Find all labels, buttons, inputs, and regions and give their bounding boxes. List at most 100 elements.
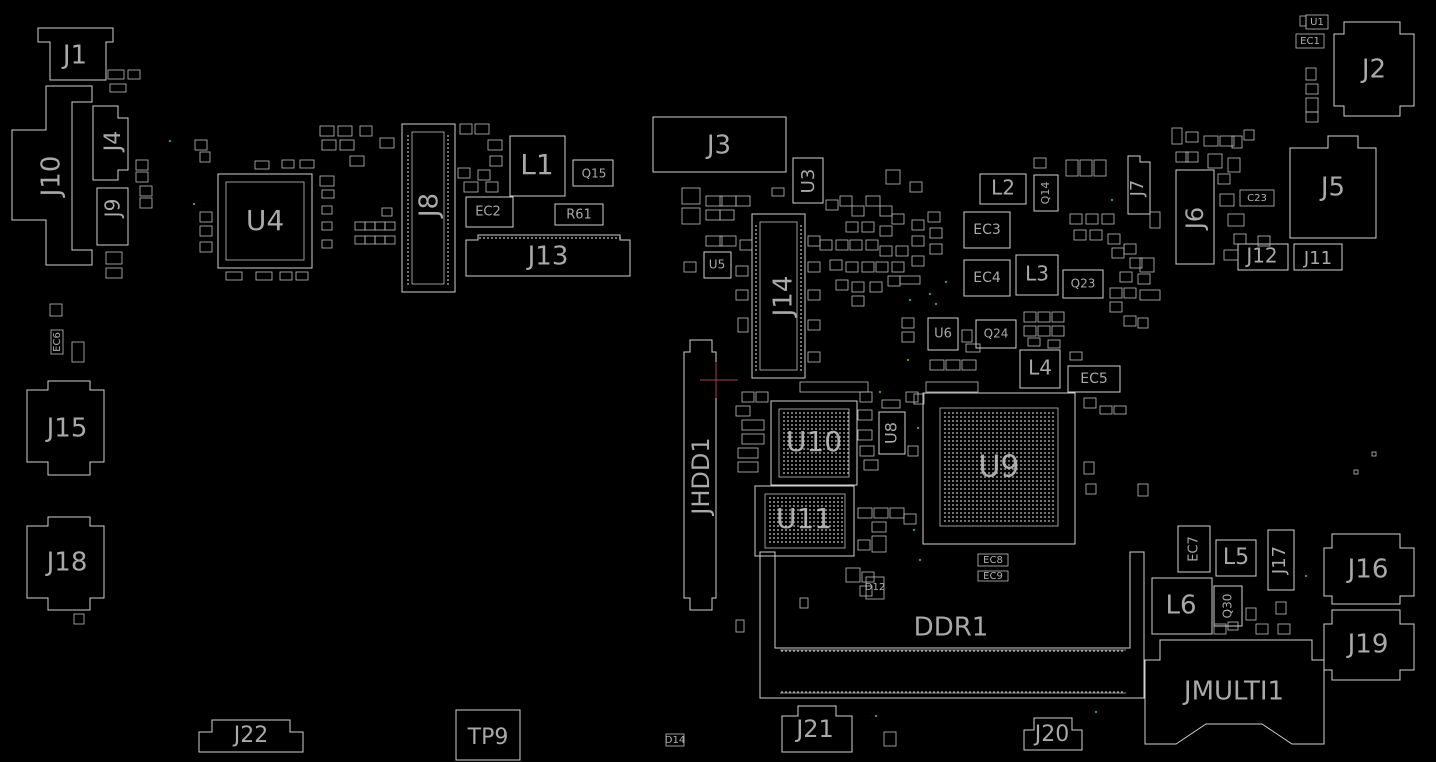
J11-connector[interactable]: J11 [1293,243,1343,271]
U6-chip[interactable]: U6 [927,317,959,351]
U4-label: U4 [246,204,284,237]
Q14-transistor[interactable]: Q14 [1033,174,1059,212]
D14-diode[interactable]: D14 [665,733,685,747]
J22-connector[interactable]: J22 [198,719,304,753]
EC2-capacitor[interactable]: EC2 [465,196,514,228]
EC4-label: EC4 [973,270,1001,286]
C23-label: C23 [1247,193,1267,204]
J7-connector[interactable]: J7 [1127,155,1151,215]
J9-label: J9 [101,199,125,220]
J20-label: J20 [1033,722,1069,747]
EC6-capacitor[interactable]: EC6 [50,329,64,355]
J1-connector[interactable]: J1 [37,27,114,81]
EC8-capacitor[interactable]: EC8 [977,553,1009,567]
JMULTI1-connector[interactable]: JMULTI1 [1144,639,1325,745]
L6-label: L6 [1165,591,1196,621]
EC3-label: EC3 [973,222,1001,238]
C23-capacitor[interactable]: C23 [1239,189,1275,207]
L3-label: L3 [1025,262,1049,286]
J12-connector[interactable]: J12 [1237,243,1289,271]
U5-label: U5 [709,258,725,272]
DDR1-label: DDR1 [914,613,989,643]
EC7-label: EC7 [1187,536,1202,562]
TP9-testpoint[interactable]: TP9 [455,709,521,761]
D12-diode[interactable]: D12 [865,576,885,600]
U9-chip[interactable]: U9 [922,392,1076,545]
L2-inductor[interactable]: L2 [979,173,1027,205]
J14-connector[interactable]: J14 [751,213,806,379]
Q24-label: Q24 [984,327,1009,341]
J8-label: J8 [415,193,445,219]
L1-label: L1 [520,148,553,181]
EC1-capacitor[interactable]: EC1 [1295,33,1325,49]
J11-label: J11 [1303,248,1332,269]
EC6-label: EC6 [52,332,63,352]
cursor-crosshair [700,362,738,398]
J19-connector[interactable]: J19 [1323,609,1415,681]
EC8-label: EC8 [983,555,1003,566]
EC4-capacitor[interactable]: EC4 [963,259,1011,297]
J12-label: J12 [1244,244,1277,268]
Q14-label: Q14 [1039,182,1052,205]
U5-chip[interactable]: U5 [703,251,732,279]
EC1-label: EC1 [1300,36,1320,47]
EC2-label: EC2 [475,205,501,220]
J10-connector[interactable]: J10 [11,85,93,266]
J15-connector[interactable]: J15 [26,380,105,476]
J6-label: J6 [1181,207,1209,231]
L5-inductor[interactable]: L5 [1215,539,1257,577]
J19-label: J19 [1346,630,1389,660]
J5-label: J5 [1319,173,1345,203]
J20-connector[interactable]: J20 [1023,717,1083,751]
J5-connector[interactable]: J5 [1289,135,1377,239]
J18-connector[interactable]: J18 [26,516,105,611]
Q15-transistor[interactable]: Q15 [572,159,614,187]
U4-chip[interactable]: U4 [217,173,313,269]
J10-label: J10 [37,156,67,199]
J16-connector[interactable]: J16 [1323,533,1415,605]
R61-resistor[interactable]: R61 [554,203,604,226]
J4-label: J4 [101,131,126,154]
U1-chip[interactable]: U1 [1305,14,1329,30]
J6-connector[interactable]: J6 [1175,169,1215,265]
DDR1-slot[interactable]: DDR1 [759,551,1145,699]
U3-chip[interactable]: U3 [792,157,824,204]
J15-label: J15 [45,414,88,444]
L1-inductor[interactable]: L1 [509,135,566,197]
U9-label: U9 [978,450,1019,485]
L4-label: L4 [1028,356,1052,380]
J9-connector[interactable]: J9 [96,187,129,246]
J2-label: J2 [1360,55,1386,85]
Q23-transistor[interactable]: Q23 [1062,269,1104,299]
EC3-capacitor[interactable]: EC3 [963,211,1011,249]
U8-chip[interactable]: U8 [878,411,906,455]
EC7-capacitor[interactable]: EC7 [1177,525,1211,573]
J18-label: J18 [45,548,88,578]
smd-component-field [49,15,1319,747]
JMULTI1-label: JMULTI1 [1182,677,1284,707]
J2-connector[interactable]: J2 [1333,21,1415,117]
L6-inductor[interactable]: L6 [1151,577,1213,635]
J3-connector[interactable]: J3 [652,116,787,173]
J22-label: J22 [232,723,268,748]
D12-label: D12 [865,582,885,593]
JHDD1-connector[interactable]: JHDD1 [683,339,717,611]
EC5-label: EC5 [1080,371,1108,387]
J3-label: J3 [705,131,731,161]
EC9-capacitor[interactable]: EC9 [977,570,1009,582]
J4-connector[interactable]: J4 [92,105,129,181]
J21-connector[interactable]: J21 [781,705,853,753]
J13-connector[interactable]: J13 [465,234,631,277]
U6-label: U6 [934,327,952,342]
Q24-transistor[interactable]: Q24 [975,319,1017,349]
EC5-capacitor[interactable]: EC5 [1067,365,1121,393]
U11-chip[interactable]: U11 [754,485,855,557]
J8-connector[interactable]: J8 [401,123,456,293]
L4-inductor[interactable]: L4 [1019,349,1061,389]
U11-label: U11 [776,502,832,535]
L3-inductor[interactable]: L3 [1015,254,1059,296]
Q30-transistor[interactable]: Q30 [1213,585,1243,627]
J17-connector[interactable]: J17 [1267,529,1295,591]
U1-label: U1 [1310,17,1324,28]
